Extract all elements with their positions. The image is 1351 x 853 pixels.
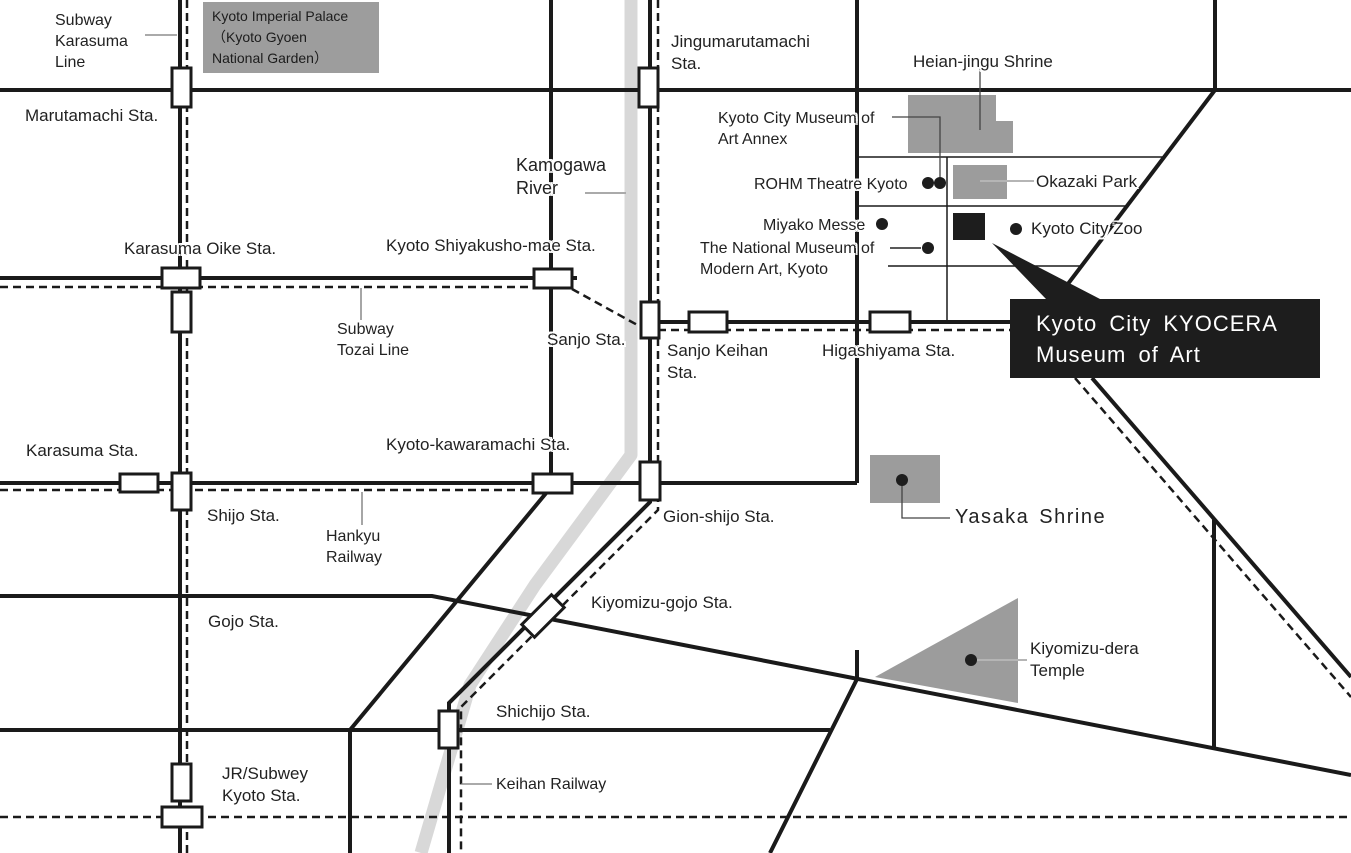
- kiyomizu-gojo-station-label: Kiyomizu-gojo Sta.: [591, 593, 733, 612]
- museum-annex-label: Kyoto City Museum of Art Annex: [718, 110, 875, 148]
- sanjo-keihan-station-label: Sanjo Keihan Sta.: [667, 341, 769, 382]
- rohm-theatre-dot: [922, 177, 934, 189]
- okazaki-park-label: Okazaki Park: [1036, 172, 1138, 191]
- karasuma-oike-station-label: Karasuma Oike Sta.: [124, 239, 277, 258]
- gojo-station-label: Gojo Sta.: [208, 612, 279, 631]
- callout-pointer: [992, 243, 1100, 299]
- sanjo-diagonal-street: [1056, 88, 1217, 299]
- shijo-station-label: Shijo Sta.: [207, 506, 280, 525]
- kawaramachi-station-label: Kyoto-kawaramachi Sta.: [386, 435, 571, 454]
- karasuma-oike-station-marker-karasuma: [170, 290, 193, 334]
- sanjo-keihan-station-marker: [687, 310, 729, 334]
- kyoto-station-marker-jr: [160, 805, 204, 829]
- marutamachi-station-label: Marutamachi Sta.: [25, 106, 159, 125]
- shichijo-station-label: Shichijo Sta.: [496, 702, 591, 721]
- gojo-street: [0, 594, 1351, 777]
- higashiyama-station-label: Higashiyama Sta.: [822, 341, 956, 360]
- karasuma-station-marker: [118, 472, 160, 494]
- imperial-palace-label: Kyoto Imperial Palace （Kyoto Gyoen Natio…: [203, 2, 379, 73]
- shiyakusho-mae-station-label: Kyoto Shiyakusho-mae Sta.: [386, 236, 596, 255]
- kiyomizu-gojo-station-marker: [519, 592, 567, 640]
- keihan-railway-label: Keihan Railway: [496, 776, 607, 793]
- subway-karasuma-line-label: Subway Karasuma Line: [55, 12, 128, 71]
- higashiyama-street-south: [768, 650, 859, 853]
- shiyakusho-mae-station-marker: [532, 267, 574, 290]
- kyocera-museum-callout: Kyoto City KYOCERA Museum of Art: [1010, 299, 1320, 378]
- subway-tozai-line-label: Subway Tozai Line: [337, 321, 410, 359]
- kiyomizu-dera-label: Kiyomizu-dera Temple: [1030, 639, 1139, 680]
- karasuma-station-label: Karasuma Sta.: [26, 441, 139, 460]
- jingumarutamachi-station-label: Jingumarutamachi Sta.: [671, 32, 810, 73]
- yasaka-shrine-label: Yasaka Shrine: [955, 506, 1107, 528]
- shichijo-station-marker: [437, 709, 460, 750]
- sanjo-station-label: Sanjo Sta.: [547, 330, 626, 349]
- yasaka-shrine-dot: [896, 474, 908, 486]
- heian-jingu-shrine-label: Heian-jingu Shrine: [913, 52, 1053, 71]
- kiyomizu-dera-shape: [875, 598, 1018, 703]
- kyoto-station-label: JR/Subwey Kyoto Sta.: [222, 764, 308, 805]
- kyoto-city-zoo-dot: [1010, 223, 1022, 235]
- gion-shijo-station-label: Gion-shijo Sta.: [663, 507, 775, 526]
- miyako-messe-label: Miyako Messe: [763, 217, 866, 234]
- miyako-messe-dot: [876, 218, 888, 230]
- kyocera-museum-shape: [953, 213, 985, 240]
- national-museum-label: The National Museum of Modern Art, Kyoto: [700, 240, 875, 278]
- higashiyama-station-marker: [868, 310, 912, 334]
- keihan-railway-dashed: [459, 0, 660, 853]
- subway-tozai-line-dashed-bend: [571, 287, 642, 329]
- annex-leader: [892, 116, 941, 177]
- kawaramachi-station-marker: [531, 472, 574, 495]
- southeast-diagonal-street: [1090, 376, 1351, 679]
- kyoto-station-marker-subway: [170, 762, 193, 803]
- rohm-theatre-label: ROHM Theatre Kyoto: [754, 176, 908, 193]
- jingumarutamachi-station-marker: [637, 66, 660, 109]
- sanjo-station-marker: [639, 300, 661, 340]
- heian-jingu-shrine-shape: [908, 95, 1013, 153]
- kyoto-city-zoo-label: Kyoto City Zoo: [1031, 219, 1143, 238]
- hankyu-railway-label: Hankyu Railway: [326, 528, 383, 566]
- kamogawa-river-label: Kamogawa River: [516, 155, 607, 198]
- subway-tozai-line-dashed-southeast: [1074, 377, 1351, 698]
- karasuma-oike-station-marker-tozai: [160, 266, 202, 290]
- gion-shijo-station-marker: [638, 460, 662, 502]
- shijo-station-marker: [170, 471, 193, 512]
- museum-annex-dot: [934, 177, 946, 189]
- marutamachi-station-marker: [170, 66, 193, 109]
- national-museum-dot: [922, 242, 934, 254]
- kawaramachi-street-south: [348, 490, 549, 853]
- yasaka-leader: [901, 483, 950, 519]
- kiyomizu-dera-dot: [965, 654, 977, 666]
